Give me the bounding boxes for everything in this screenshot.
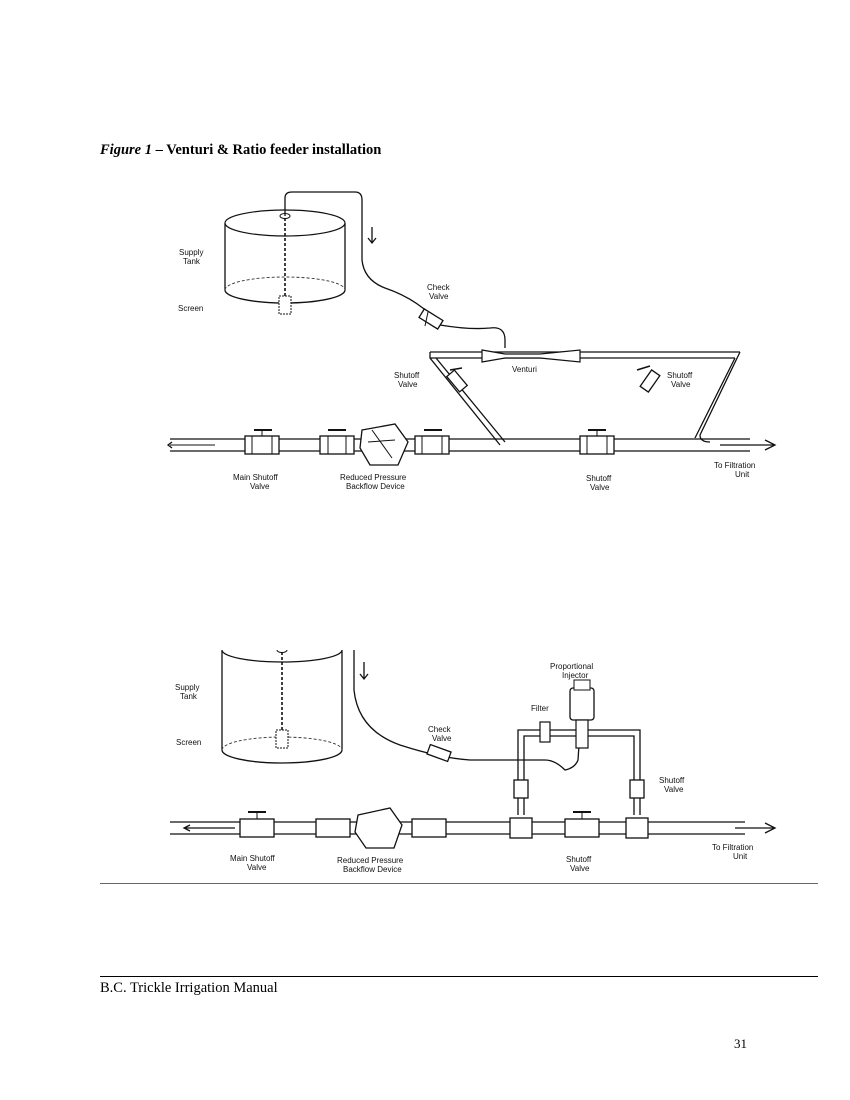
label-check-valve-2: Valve bbox=[432, 734, 452, 743]
backflow-device bbox=[315, 807, 447, 849]
suction-line bbox=[281, 650, 581, 771]
flow-arrow-out bbox=[735, 822, 777, 834]
figure-caption: Figure 1 – Venturi & Ratio feeder instal… bbox=[100, 142, 381, 159]
label-to-filtration-2: Unit bbox=[733, 852, 748, 861]
label-injector-2: Injector bbox=[562, 671, 589, 680]
diagram-divider bbox=[100, 883, 818, 884]
page-number: 31 bbox=[734, 1036, 747, 1051]
shutoff-valve-right bbox=[629, 779, 645, 799]
label-filter: Filter bbox=[531, 704, 549, 713]
shutoff-valve-left bbox=[445, 367, 469, 393]
shutoff-valve-right bbox=[636, 365, 661, 393]
flow-arrow-down bbox=[359, 662, 369, 681]
backflow-device bbox=[319, 423, 450, 466]
main-shutoff-valve bbox=[244, 429, 280, 455]
shutoff-valve-bottom bbox=[579, 429, 615, 455]
label-check-valve-2: Valve bbox=[429, 292, 449, 301]
ratio-feeder-installation-diagram: Supply Tank Screen Check Valve Proportio… bbox=[170, 650, 777, 874]
label-supply-tank-2: Tank bbox=[180, 692, 198, 701]
label-backflow-2: Backflow Device bbox=[346, 482, 405, 491]
label-shutoff-right-2: Valve bbox=[664, 785, 684, 794]
footer-rule bbox=[100, 976, 818, 977]
proportional-injector bbox=[569, 679, 595, 749]
shutoff-valve-bottom bbox=[564, 811, 600, 838]
venturi bbox=[481, 349, 581, 363]
label-backflow: Reduced Pressure bbox=[340, 473, 407, 482]
label-venturi: Venturi bbox=[512, 365, 537, 374]
label-shutoff-left-2: Valve bbox=[398, 380, 418, 389]
label-shutoff-right: Shutoff bbox=[659, 776, 685, 785]
label-main-shutoff: Main Shutoff bbox=[230, 854, 276, 863]
label-supply-tank: Supply bbox=[175, 683, 199, 692]
label-injector: Proportional bbox=[550, 662, 593, 671]
bypass-loop bbox=[429, 351, 741, 446]
flow-arrow-out bbox=[720, 439, 777, 451]
filter bbox=[539, 721, 551, 743]
suction-line bbox=[284, 191, 506, 348]
check-valve bbox=[418, 308, 444, 330]
label-supply-tank-2: Tank bbox=[183, 257, 201, 266]
label-screen: Screen bbox=[178, 304, 203, 313]
flow-arrow-down bbox=[367, 227, 377, 245]
label-to-filtration: To Filtration bbox=[714, 461, 755, 470]
venturi-installation-diagram: Supply Tank Screen Check Valve Venturi S… bbox=[166, 191, 777, 492]
caption-separator: – bbox=[151, 142, 167, 158]
figure-number: Figure 1 bbox=[100, 142, 152, 158]
label-shutoff-bottom-2: Valve bbox=[570, 864, 590, 873]
figure-title: Venturi & Ratio feeder installation bbox=[166, 142, 382, 158]
label-shutoff-bottom-2: Valve bbox=[590, 483, 610, 492]
label-main-shutoff-2: Valve bbox=[250, 482, 270, 491]
check-valve bbox=[426, 743, 452, 763]
label-backflow-2: Backflow Device bbox=[343, 865, 402, 874]
label-shutoff-right: Shutoff bbox=[667, 371, 693, 380]
label-to-filtration: To Filtration bbox=[712, 843, 753, 852]
label-shutoff-bottom: Shutoff bbox=[566, 855, 592, 864]
label-to-filtration-2: Unit bbox=[735, 470, 750, 479]
label-supply-tank: Supply bbox=[179, 248, 203, 257]
manual-title: B.C. Trickle Irrigation Manual bbox=[100, 980, 278, 996]
label-backflow: Reduced Pressure bbox=[337, 856, 404, 865]
label-screen: Screen bbox=[176, 738, 201, 747]
supply-tank bbox=[221, 650, 343, 764]
shutoff-valve-left bbox=[513, 779, 529, 799]
label-main-shutoff: Main Shutoff bbox=[233, 473, 279, 482]
label-shutoff-bottom: Shutoff bbox=[586, 474, 612, 483]
main-shutoff-valve bbox=[239, 811, 275, 838]
label-check-valve: Check bbox=[427, 283, 451, 292]
label-shutoff-right-2: Valve bbox=[671, 380, 691, 389]
label-main-shutoff-2: Valve bbox=[247, 863, 267, 872]
label-shutoff-left: Shutoff bbox=[394, 371, 420, 380]
label-check-valve: Check bbox=[428, 725, 452, 734]
supply-tank bbox=[224, 209, 346, 315]
